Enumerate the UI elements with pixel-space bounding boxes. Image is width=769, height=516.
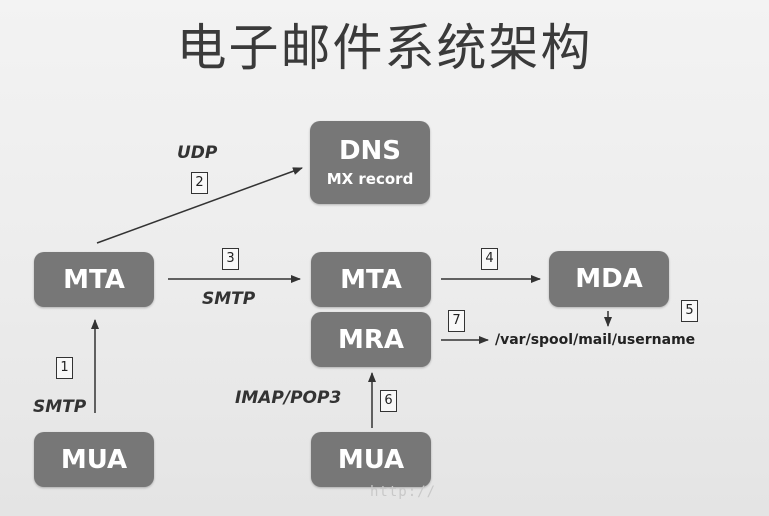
- mda-box: MDA: [549, 251, 669, 307]
- mta-left-box: MTA: [34, 252, 154, 307]
- step-number-3: 3: [222, 248, 239, 270]
- udp-label: UDP: [177, 143, 218, 163]
- step-number-5: 5: [681, 300, 698, 322]
- mua-left-box: MUA: [34, 432, 154, 487]
- arrow-udp-to-dns: [96, 167, 303, 244]
- dns-sublabel: MX record: [326, 169, 414, 188]
- step-number-6: 6: [380, 390, 397, 412]
- mail-spool-path: /var/spool/mail/username: [495, 332, 696, 348]
- mta-center-label: MTA: [340, 264, 402, 295]
- step-number-1: 1: [56, 357, 73, 379]
- dns-box: DNS MX record: [310, 121, 430, 204]
- mua-left-label: MUA: [60, 444, 128, 475]
- mua-center-box: MUA: [311, 432, 431, 487]
- mua-center-label: MUA: [337, 444, 405, 475]
- step-number-2: 2: [191, 172, 208, 194]
- dns-label: DNS: [338, 135, 402, 166]
- page-title: 电子邮件系统架构: [176, 19, 593, 77]
- smtp-left-label: SMTP: [33, 397, 87, 417]
- mta-center-box: MTA: [311, 252, 431, 307]
- step-number-4: 4: [481, 248, 498, 270]
- imap-pop3-label: IMAP/POP3: [235, 388, 342, 408]
- smtp-top-label: SMTP: [202, 289, 256, 309]
- mta-left-label: MTA: [63, 264, 125, 295]
- mra-label: MRA: [337, 324, 404, 355]
- mda-label: MDA: [575, 264, 643, 294]
- step-number-7: 7: [448, 310, 465, 332]
- watermark-text: http://: [370, 484, 437, 500]
- mra-box: MRA: [311, 312, 431, 367]
